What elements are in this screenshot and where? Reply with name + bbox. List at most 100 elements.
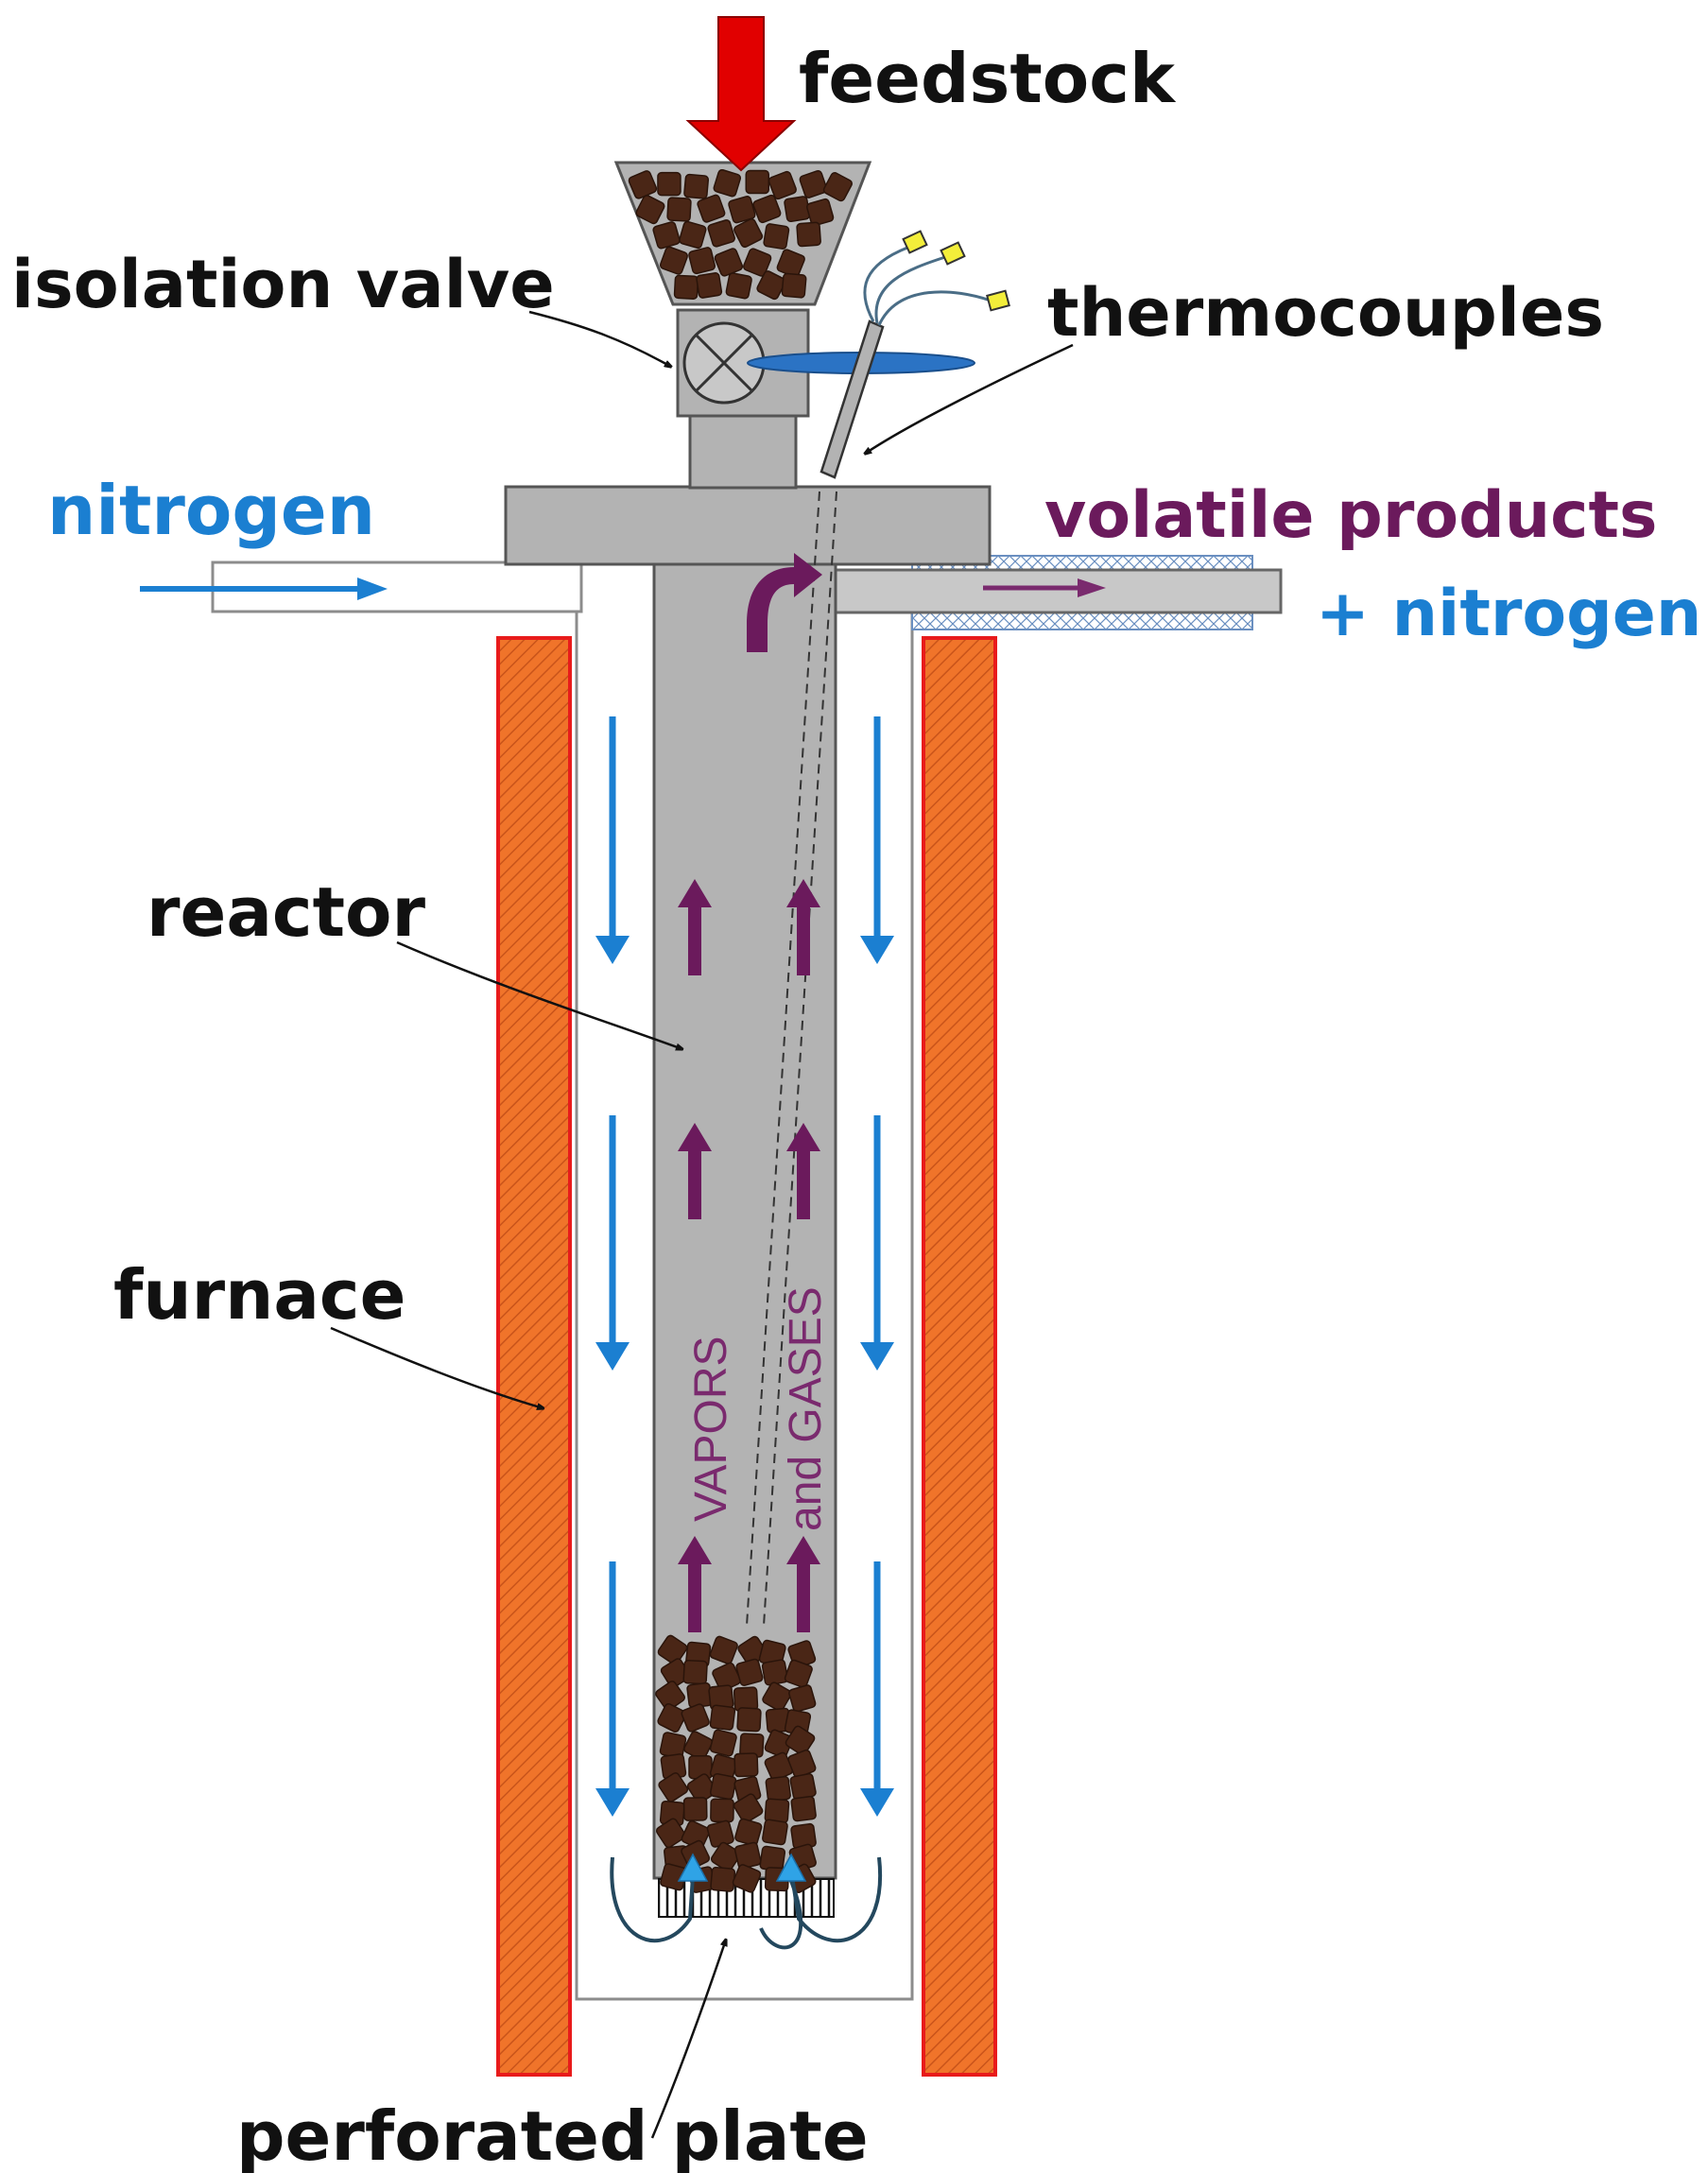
bed-particles	[655, 1634, 817, 1893]
nitrogen-down-arrow	[860, 1115, 894, 1371]
thermocouple-probe-b	[763, 491, 837, 1627]
particle	[683, 173, 710, 199]
particle	[725, 272, 752, 300]
particle	[733, 1841, 762, 1870]
particle	[765, 1775, 791, 1802]
particle	[788, 1684, 817, 1713]
vapor-up-arrow	[786, 1123, 820, 1219]
particle	[657, 1702, 687, 1733]
label-furnace: furnace	[113, 1255, 405, 1335]
label-nitrogen: nitrogen	[47, 471, 375, 550]
label-isolation-valve: isolation valve	[11, 246, 555, 323]
particle	[784, 1659, 813, 1688]
particle	[707, 219, 735, 248]
particle	[764, 1729, 794, 1759]
nitrogen-inlet-arrow	[140, 578, 388, 600]
nitrogen-down-arrow	[595, 1561, 630, 1817]
vapor-up-arrow	[678, 1123, 712, 1219]
particle	[785, 1725, 816, 1756]
label-thermocouples: thermocouples	[1047, 274, 1604, 352]
label-perforated-plate: perforated plate	[236, 2096, 869, 2173]
label-volatile-products: volatile products	[1044, 478, 1657, 553]
particle	[790, 1795, 817, 1822]
particle	[657, 1634, 688, 1665]
particle	[655, 1681, 685, 1711]
curl-arrowhead-left	[677, 1853, 709, 1882]
particle	[781, 272, 807, 299]
particle	[697, 194, 726, 223]
label-feedstock: feedstock	[799, 39, 1177, 118]
label-vapors: VAPORS	[686, 1337, 736, 1523]
particle	[709, 1772, 737, 1801]
particle	[659, 246, 688, 275]
particle	[657, 171, 681, 197]
particle	[761, 1659, 788, 1686]
feedstock-arrow	[685, 16, 797, 172]
thermocouple-wires	[863, 246, 992, 326]
particle	[658, 1772, 689, 1802]
nitrogen-down-arrow	[595, 716, 630, 964]
volatile-outlet-pipe	[830, 568, 1283, 614]
thermocouple-probe-a	[746, 491, 820, 1627]
particle	[756, 270, 786, 301]
particle	[735, 1658, 764, 1686]
particle	[805, 198, 835, 227]
vapor-up-arrow	[786, 879, 820, 975]
particle	[763, 223, 790, 250]
particle	[768, 170, 797, 200]
nitrogen-down-arrow	[595, 1115, 630, 1371]
particle	[762, 1819, 788, 1846]
particle	[713, 168, 742, 198]
particle	[762, 1681, 792, 1712]
nitrogen-return-curls	[610, 1856, 883, 1950]
particle	[652, 221, 681, 250]
particle	[710, 1866, 736, 1892]
particle	[789, 1772, 817, 1801]
hopper-particles	[628, 168, 853, 301]
thermocouple-connectors	[902, 230, 1010, 312]
particle	[728, 196, 756, 224]
volatile-turn-arrow	[747, 553, 822, 652]
particle	[736, 1707, 762, 1733]
particle	[682, 1797, 708, 1821]
particle	[752, 194, 782, 224]
vapor-up-arrow	[678, 1536, 712, 1632]
particle	[709, 1704, 736, 1731]
particle	[822, 172, 853, 202]
particle	[688, 247, 716, 275]
particle	[784, 196, 811, 223]
vapor-up-arrow	[678, 879, 712, 975]
particle	[745, 169, 770, 195]
nitrogen-down-arrow	[860, 716, 894, 964]
particle	[796, 221, 821, 248]
nitrogen-down-arrow	[860, 1561, 894, 1817]
particle	[734, 1818, 763, 1847]
leader-lines	[330, 310, 1074, 2139]
particle	[681, 1703, 710, 1733]
vapor-up-arrow	[786, 1536, 820, 1632]
particle	[682, 1659, 708, 1685]
particle	[709, 1729, 737, 1757]
label-and-gases: and GASES	[781, 1286, 831, 1531]
particle	[799, 170, 828, 198]
thermocouple-sheath	[819, 319, 885, 479]
isolation-valve	[676, 308, 810, 418]
particle	[709, 1635, 738, 1664]
label-plus-nitrogen: + nitrogen	[1316, 577, 1701, 651]
particle	[733, 218, 764, 249]
curl-arrowhead-right	[775, 1853, 807, 1882]
volatile-outlet-arrow	[983, 578, 1106, 597]
particle	[742, 248, 772, 277]
top-flange	[504, 485, 992, 566]
furnace-wall-right	[922, 636, 997, 2077]
particle	[733, 1793, 764, 1823]
flow-arrows	[595, 716, 894, 1817]
particle	[733, 1752, 759, 1778]
particle	[673, 274, 699, 300]
particle	[635, 195, 665, 225]
particle	[732, 1864, 762, 1893]
particle	[686, 1773, 717, 1803]
particle	[666, 197, 692, 222]
